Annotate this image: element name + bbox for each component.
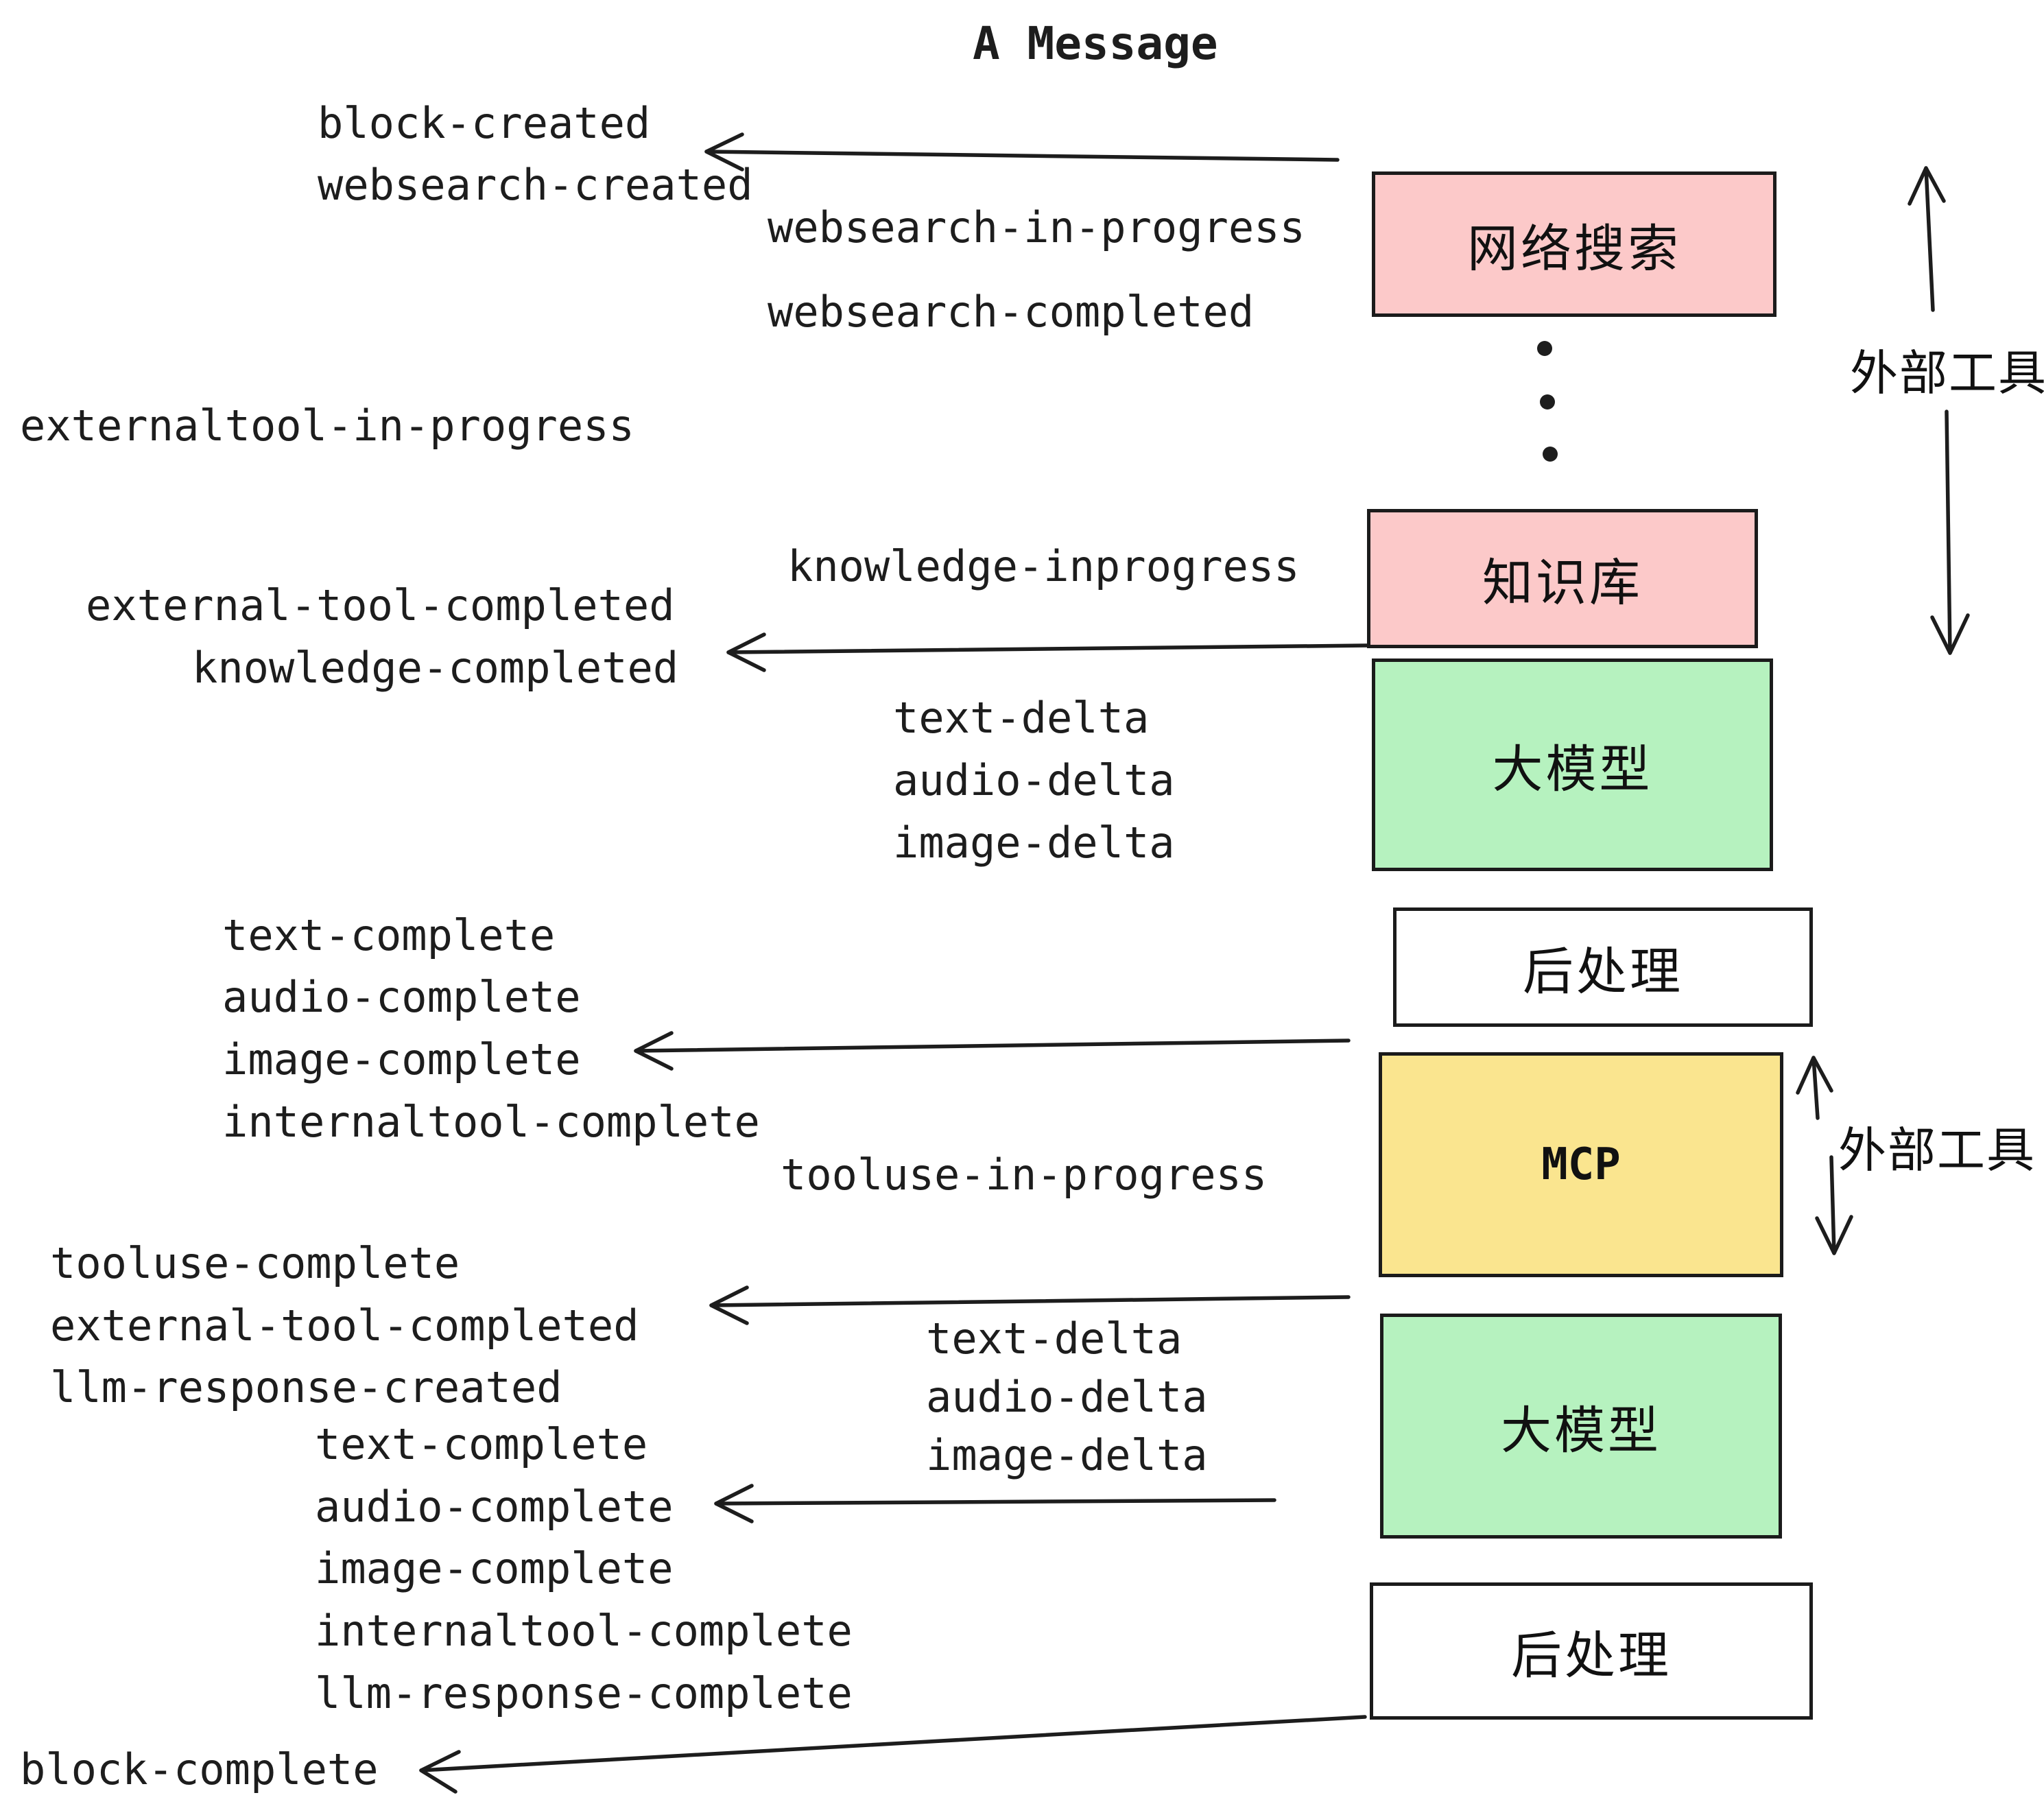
node-knowledge-label: 知识库 bbox=[1482, 554, 1643, 611]
event-websearch-in-progress: websearch-in-progress bbox=[768, 202, 1305, 252]
event-knowledge-completed: knowledge-completed bbox=[192, 643, 679, 693]
vertical-ellipsis-dots bbox=[1537, 341, 1558, 462]
event-externaltool-in-progress: externaltool-in-progress bbox=[20, 401, 634, 451]
arrow-external-tools-2-up bbox=[1796, 1056, 1833, 1120]
diagram-title: A Message bbox=[973, 17, 1218, 70]
event-audio-delta-2: audio-delta bbox=[926, 1372, 1208, 1422]
event-block-complete: block-complete bbox=[20, 1744, 379, 1794]
arrow-internal-complete-2 bbox=[714, 1484, 1276, 1523]
event-image-delta-2: image-delta bbox=[926, 1430, 1208, 1480]
event-text-complete-1: text-complete bbox=[222, 910, 556, 960]
event-llm-response-created: llm-response-created bbox=[50, 1362, 562, 1412]
node-llm-2-label: 大模型 bbox=[1501, 1401, 1661, 1459]
event-text-delta-2: text-delta bbox=[926, 1314, 1183, 1364]
event-image-delta-1: image-delta bbox=[893, 818, 1175, 868]
event-llm-response-complete: llm-response-complete bbox=[315, 1668, 853, 1718]
node-websearch-label: 网络搜索 bbox=[1467, 219, 1681, 277]
node-websearch: 网络搜索 bbox=[1372, 171, 1776, 317]
arrow-block-complete bbox=[419, 1715, 1367, 1794]
arrow-external-tools-1-up bbox=[1908, 166, 1946, 312]
node-postprocess-2: 后处理 bbox=[1370, 1582, 1813, 1720]
event-text-complete-2: text-complete bbox=[315, 1419, 648, 1469]
node-postprocess-1-label: 后处理 bbox=[1523, 942, 1683, 1000]
node-mcp: MCP bbox=[1379, 1052, 1783, 1277]
node-llm-2: 大模型 bbox=[1380, 1314, 1782, 1539]
event-audio-complete-1: audio-complete bbox=[222, 972, 581, 1022]
node-mcp-label: MCP bbox=[1541, 1139, 1621, 1190]
event-internaltool-complete-1: internaltool-complete bbox=[222, 1097, 760, 1147]
event-tooluse-in-progress: tooluse-in-progress bbox=[781, 1150, 1268, 1200]
node-llm-1-label: 大模型 bbox=[1492, 740, 1653, 798]
event-image-complete-2: image-complete bbox=[315, 1543, 674, 1593]
arrow-internal-complete-1 bbox=[634, 1031, 1351, 1071]
event-websearch-completed: websearch-completed bbox=[768, 287, 1255, 337]
node-postprocess-2-label: 后处理 bbox=[1511, 1626, 1672, 1684]
arrow-knowledge-completed bbox=[726, 632, 1369, 672]
event-websearch-created: websearch-created bbox=[318, 160, 753, 210]
event-block-created: block-created bbox=[318, 98, 651, 148]
side-label-external-tools-2: 外部工具 bbox=[1838, 1124, 2036, 1177]
event-audio-delta-1: audio-delta bbox=[893, 755, 1175, 805]
event-image-complete-1: image-complete bbox=[222, 1034, 581, 1084]
event-audio-complete-2: audio-complete bbox=[315, 1482, 674, 1532]
node-llm-1: 大模型 bbox=[1372, 658, 1773, 871]
event-external-tool-completed-1: external-tool-completed bbox=[86, 580, 675, 630]
node-knowledge: 知识库 bbox=[1367, 509, 1758, 648]
event-internaltool-complete-2: internaltool-complete bbox=[315, 1606, 853, 1656]
arrow-external-tools-1-down bbox=[1930, 410, 1970, 655]
node-postprocess-1: 后处理 bbox=[1393, 907, 1813, 1027]
event-tooluse-complete: tooluse-complete bbox=[50, 1238, 460, 1288]
event-external-tool-completed-2: external-tool-completed bbox=[50, 1301, 639, 1351]
arrow-block-created bbox=[704, 132, 1340, 171]
side-label-external-tools-1: 外部工具 bbox=[1850, 346, 2044, 400]
event-text-delta-1: text-delta bbox=[893, 693, 1150, 743]
event-knowledge-inprogress: knowledge-inprogress bbox=[787, 541, 1300, 591]
